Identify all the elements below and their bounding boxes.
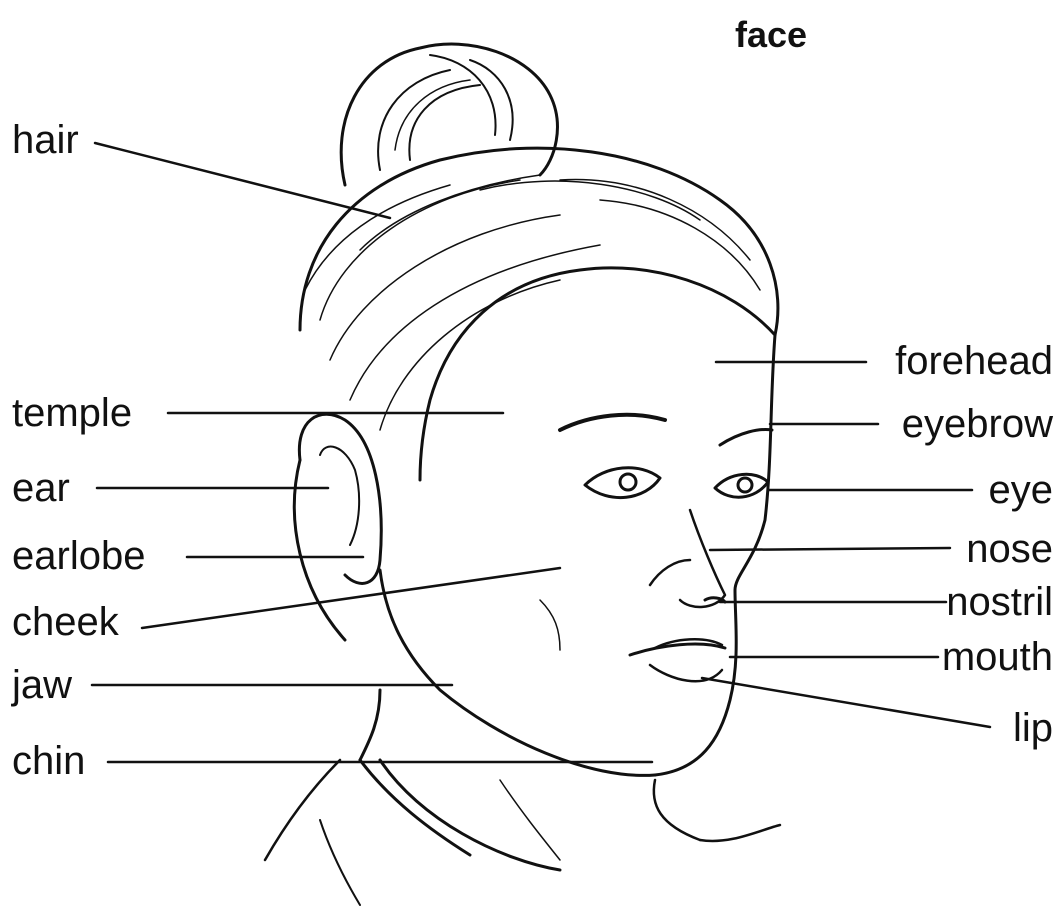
label-chin: chin — [12, 741, 85, 781]
label-jaw: jaw — [12, 665, 72, 705]
label-nose: nose — [966, 529, 1053, 569]
label-eye: eye — [989, 470, 1054, 510]
leader-line-hair — [95, 143, 390, 218]
label-ear: ear — [12, 468, 70, 508]
hair-bun-drawing — [341, 44, 557, 185]
label-earlobe: earlobe — [12, 536, 145, 576]
label-lip: lip — [1013, 708, 1053, 748]
leader-line-lip — [702, 678, 990, 727]
leader-lines — [92, 143, 990, 762]
neck-collar-drawing — [265, 690, 780, 905]
label-cheek: cheek — [12, 602, 119, 642]
label-temple: temple — [12, 393, 132, 433]
label-hair: hair — [12, 120, 79, 160]
hair-mass-drawing — [300, 148, 778, 480]
leader-line-nose — [710, 548, 950, 550]
leader-line-cheek — [142, 568, 560, 628]
diagram-title: face — [735, 14, 807, 56]
face-outline-drawing — [294, 335, 775, 775]
label-nostril: nostril — [946, 582, 1053, 622]
label-eyebrow: eyebrow — [902, 404, 1053, 444]
label-forehead: forehead — [895, 341, 1053, 381]
label-mouth: mouth — [942, 637, 1053, 677]
